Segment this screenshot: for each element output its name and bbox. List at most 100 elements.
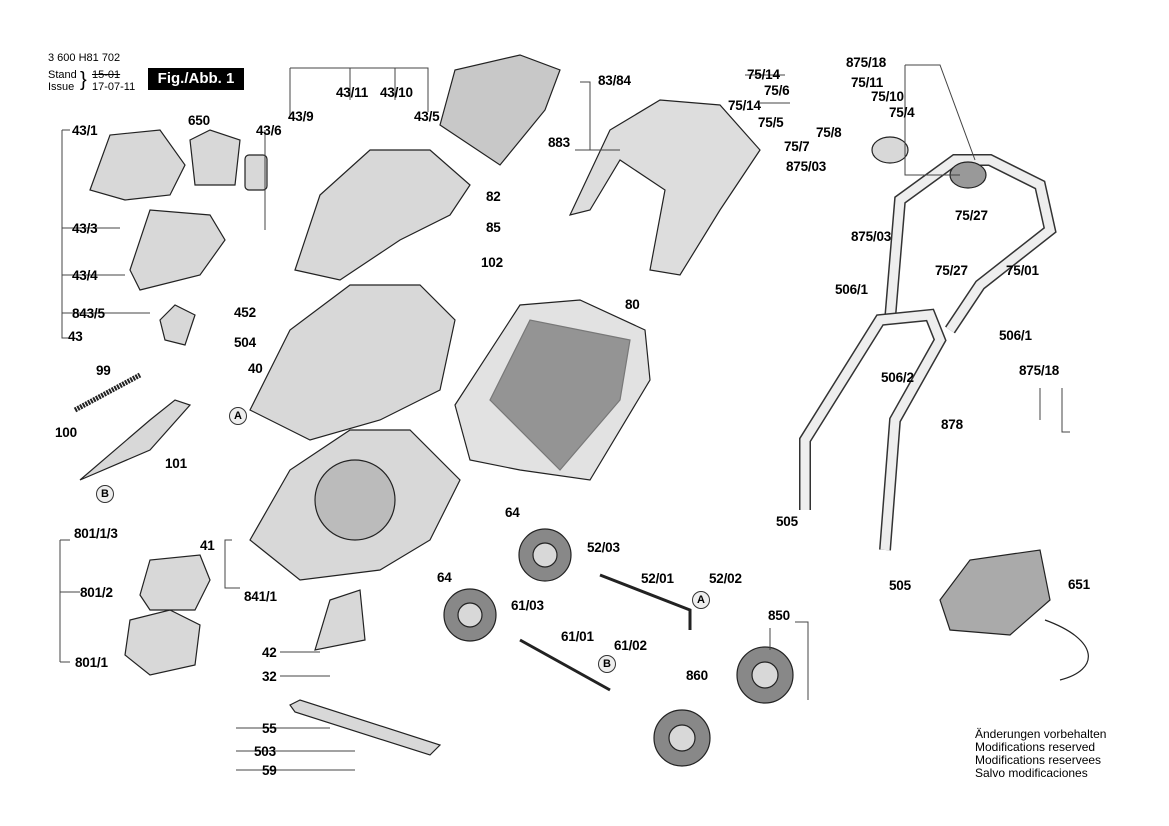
part-label: 452: [234, 305, 256, 320]
part-label: 75/7: [784, 139, 810, 154]
deck-fan: [314, 459, 396, 541]
part-label: 75/27: [955, 208, 988, 223]
part-label: 59: [262, 763, 277, 778]
part-75-4: [871, 136, 909, 164]
part-handle-lower-inner: [800, 310, 945, 551]
part-label: 64: [505, 505, 520, 520]
part-spring-99: [73, 372, 142, 413]
part-charger: [939, 549, 1051, 636]
part-battery-cover: [89, 129, 186, 201]
part-label: 100: [55, 425, 77, 440]
part-label: 55: [262, 721, 277, 736]
part-label: 43/9: [288, 109, 314, 124]
part-number: 3 600 H81 702: [48, 52, 121, 64]
part-label: 875/03: [786, 159, 827, 174]
part-label: 75/4: [889, 105, 915, 120]
brace: }: [80, 69, 87, 91]
part-label: 99: [96, 363, 111, 378]
part-upper-housing: [294, 149, 471, 281]
issue-value: 17-07-11: [92, 81, 136, 93]
part-blade: [289, 699, 442, 756]
part-axle-61-01: [519, 638, 611, 692]
charger-cable: [1044, 619, 1089, 681]
part-label: 801/2: [80, 585, 113, 600]
part-handle-lower: [799, 308, 947, 551]
part-label: 61/02: [614, 638, 647, 653]
part-label: 878: [941, 417, 963, 432]
callout-b: B: [96, 485, 114, 503]
wheel-hub: [457, 602, 483, 628]
part-label: 843/5: [72, 306, 105, 321]
grassbox-mesh: [489, 319, 631, 471]
note-line: Änderungen vorbehalten: [975, 727, 1107, 741]
note-line: Modifications reserved: [975, 740, 1096, 754]
part-label: 505: [776, 514, 798, 529]
part-label: 75/10: [871, 89, 904, 104]
stand-value: 15-01: [92, 69, 121, 81]
part-label: 43/10: [380, 85, 413, 100]
wheel-hub: [668, 724, 696, 752]
part-label: 80: [625, 297, 640, 312]
part-label: 75/8: [816, 125, 842, 140]
part-grassbox-lid: [568, 99, 761, 276]
part-label: 52/01: [641, 571, 674, 586]
part-label: 850: [768, 608, 790, 623]
wheel-hub: [532, 542, 558, 568]
issue-label: Issue: [48, 81, 75, 93]
part-label: 64: [437, 570, 452, 585]
part-chassis: [249, 284, 456, 441]
part-label: 43/1: [72, 123, 98, 138]
part-label: 651: [1068, 577, 1090, 592]
part-label: 650: [188, 113, 210, 128]
part-label: 82: [486, 189, 501, 204]
part-motor-board: [139, 554, 211, 611]
part-label: 801/1: [75, 655, 108, 670]
part-label: 43/6: [256, 123, 282, 138]
part-label: 506/1: [999, 328, 1032, 343]
part-label: 52/03: [587, 540, 620, 555]
part-label: 41: [200, 538, 215, 553]
callout-a: A: [229, 407, 247, 425]
wheel-hub: [751, 661, 779, 689]
part-42: [314, 589, 366, 651]
part-label: 883: [548, 135, 570, 150]
part-battery: [189, 129, 241, 186]
part-label: 43/4: [72, 268, 98, 283]
part-label: 860: [686, 668, 708, 683]
part-label: 801/1/3: [74, 526, 118, 541]
part-label: 841/1: [244, 589, 277, 604]
part-label: 505: [889, 578, 911, 593]
leader-lines: [59, 64, 1070, 771]
part-label: 75/14: [728, 98, 761, 113]
part-handle-upper-inner: [885, 155, 1056, 333]
part-label: 75/01: [1006, 263, 1039, 278]
part-label: 503: [254, 744, 276, 759]
part-label: 32: [262, 669, 277, 684]
part-label: 101: [165, 456, 187, 471]
part-cover-82: [439, 54, 561, 166]
part-label: 42: [262, 645, 277, 660]
callout-a: A: [692, 591, 710, 609]
part-switch-housing: [129, 209, 226, 291]
part-label: 40: [248, 361, 263, 376]
part-843-5: [159, 304, 196, 346]
stand-label: Stand: [48, 69, 77, 81]
part-label: 75/14: [747, 67, 780, 82]
callout-b: B: [598, 655, 616, 673]
part-label: 504: [234, 335, 256, 350]
part-label: 43/5: [414, 109, 440, 124]
note-line: Salvo modificaciones: [975, 766, 1088, 780]
part-label: 102: [481, 255, 503, 270]
part-label: 75/27: [935, 263, 968, 278]
part-label: 43/3: [72, 221, 98, 236]
part-label: 506/1: [835, 282, 868, 297]
part-label: 52/02: [709, 571, 742, 586]
part-label: 875/03: [851, 229, 892, 244]
part-label: 875/18: [846, 55, 887, 70]
part-label: 83/84: [598, 73, 631, 88]
part-label: 61/03: [511, 598, 544, 613]
part-43-6: [244, 154, 268, 191]
part-label: 85: [486, 220, 501, 235]
